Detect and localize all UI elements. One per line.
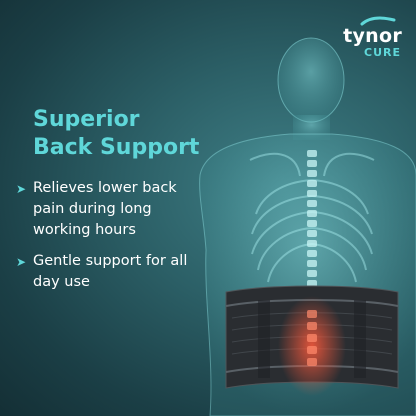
headline-line-2: Back Support [33, 135, 200, 160]
chevron-right-icon: ➤ [16, 182, 27, 196]
chevron-right-icon: ➤ [16, 255, 27, 269]
brand-name: tynor [343, 25, 402, 47]
rib-cage [249, 152, 375, 283]
headline-line-1: Superior [33, 107, 140, 132]
headline: Superior Back Support [33, 106, 199, 162]
brand-sub: CURE [364, 46, 401, 59]
spine-lower [307, 310, 317, 366]
feature-item: ➤ Gentle support for all day use [16, 251, 196, 293]
swoosh-icon [360, 16, 396, 26]
spine [307, 150, 317, 287]
feature-list: ➤ Relieves lower back pain during long w… [16, 178, 196, 303]
feature-item: ➤ Relieves lower back pain during long w… [16, 178, 196, 241]
brand-logo: tynor CURE [332, 16, 402, 59]
feature-text: Relieves lower back pain during long wor… [33, 180, 177, 238]
feature-text: Gentle support for all day use [33, 253, 188, 290]
